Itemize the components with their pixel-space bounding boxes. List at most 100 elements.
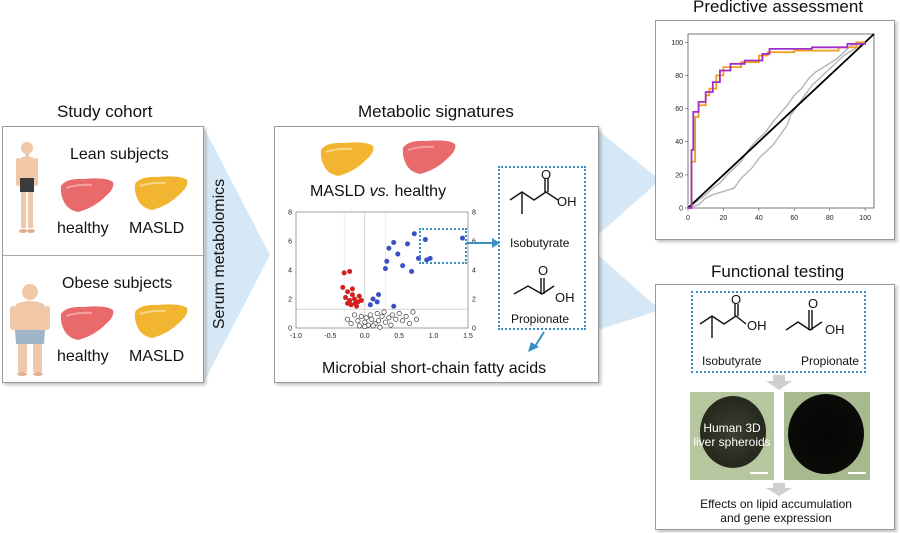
- volcano-point-ns: [358, 313, 364, 319]
- volcano-point-ns: [396, 311, 402, 317]
- volcano-point-ns: [363, 315, 369, 321]
- liver-healthy-obese-icon: [60, 306, 114, 340]
- volcano-y-tick-right: 0: [472, 326, 476, 333]
- volcano-point-ns: [369, 316, 375, 322]
- roc-x-tick: 0: [686, 215, 690, 222]
- volcano-point-up: [367, 302, 373, 308]
- liver-masld-lean-icon: [134, 176, 188, 210]
- spheroid-label-line1: Human 3D: [703, 421, 761, 435]
- volcano-point-down: [347, 268, 353, 274]
- roc-y-tick: 100: [671, 40, 683, 47]
- volcano-point-ns: [403, 313, 409, 319]
- volcano-y-tick-left: 0: [288, 326, 292, 333]
- volcano-point-ns: [379, 313, 385, 319]
- metabolic-signatures-title: Metabolic signatures: [358, 102, 514, 121]
- effects-label: Effects on lipid accumulation and gene e…: [660, 497, 892, 525]
- roc-y-tick: 80: [675, 73, 683, 80]
- volcano-point-ns: [413, 316, 419, 322]
- roc-y-tick: 20: [675, 172, 683, 179]
- study-cohort-title: Study cohort: [57, 102, 153, 121]
- gray-arrow-down-1: [766, 375, 792, 390]
- healthy-label-obese: healthy: [57, 348, 109, 365]
- roc-line-purple: [688, 42, 867, 209]
- propionate-o: O: [538, 263, 549, 278]
- volcano-y-tick-left: 6: [288, 239, 292, 246]
- volcano-point-ns: [348, 321, 354, 327]
- volcano-point-up: [391, 303, 397, 309]
- roc-line-gray-2: [687, 41, 866, 209]
- functional-molecules-box: [691, 291, 866, 373]
- volcano-point-up: [370, 296, 376, 302]
- volcano-point-up: [409, 268, 415, 274]
- roc-x-tick: 40: [755, 215, 763, 222]
- liver-masld-signature-icon: [320, 142, 374, 176]
- volcano-point-ns: [389, 312, 395, 318]
- roc-y-tick: 60: [675, 106, 683, 113]
- volcano-point-up: [422, 237, 428, 243]
- predictive-assessment-title: Predictive assessment: [693, 0, 864, 16]
- metabolic-signatures-panel: [274, 126, 599, 383]
- masld-label-lean: MASLD: [129, 220, 185, 237]
- volcano-point-ns: [355, 318, 361, 324]
- effects-line1: Effects on lipid accumulation: [700, 497, 852, 511]
- volcano-point-ns: [386, 315, 392, 321]
- lean-person-icon: [16, 142, 38, 233]
- gray-arrow-down-2: [766, 483, 792, 496]
- propionate-structure: [513, 278, 555, 295]
- roc-y-tick: 0: [679, 206, 683, 213]
- volcano-point-up: [386, 245, 392, 251]
- arrow-to-molecules: [466, 238, 500, 248]
- liver-healthy-lean-icon: [60, 178, 114, 212]
- volcano-point-down: [345, 289, 351, 295]
- volcano-point-ns: [370, 323, 376, 329]
- isobutyrate-label: Isobutyrate: [510, 236, 570, 250]
- functional-propionate-o: O: [808, 296, 819, 311]
- volcano-point-down: [351, 296, 357, 302]
- obese-subjects-label: Obese subjects: [62, 275, 173, 292]
- volcano-point-down: [343, 295, 349, 301]
- liver-healthy-signature-icon: [402, 140, 456, 174]
- volcano-point-up: [391, 239, 397, 245]
- comparison-suffix: healthy: [390, 183, 447, 200]
- propionate-oh: OH: [555, 290, 575, 305]
- functional-isobutyrate-label: Isobutyrate: [702, 354, 762, 368]
- volcano-point-up: [404, 241, 410, 247]
- functional-isobutyrate-oh: OH: [747, 318, 767, 333]
- arrow-signatures-to-assessment: [598, 130, 660, 235]
- volcano-point-up: [382, 266, 388, 272]
- effects-line2: and gene expression: [720, 511, 832, 525]
- comparison-label: MASLD vs. healthy: [310, 183, 446, 201]
- volcano-x-tick: 0.5: [394, 333, 404, 340]
- volcano-point-up: [395, 251, 401, 257]
- spheroid-label: Human 3D liver spheroids: [690, 421, 774, 449]
- volcano-point-ns: [410, 309, 416, 315]
- roc-x-tick: 80: [826, 215, 834, 222]
- volcano-point-down: [356, 293, 362, 299]
- scfa-footer: Microbial short-chain fatty acids: [322, 360, 547, 377]
- functional-propionate-oh: OH: [825, 322, 845, 337]
- comparison-prefix: MASLD: [310, 183, 370, 200]
- roc-x-tick: 100: [859, 215, 871, 222]
- volcano-point-up: [374, 299, 380, 305]
- roc-diagonal: [687, 33, 875, 209]
- isobutyrate-structure: [509, 178, 559, 214]
- volcano-point-ns: [382, 319, 388, 325]
- volcano-point-up: [400, 263, 406, 269]
- roc-y-tick: 40: [675, 139, 683, 146]
- volcano-x-tick: 1.5: [463, 333, 473, 340]
- volcano-point-down: [340, 284, 346, 290]
- isobutyrate-o: O: [541, 167, 552, 182]
- volcano-y-tick-right: 4: [472, 268, 476, 275]
- volcano-point-ns: [388, 322, 394, 328]
- volcano-points: [340, 231, 465, 330]
- isobutyrate-oh: OH: [557, 194, 577, 209]
- volcano-point-up: [384, 258, 390, 264]
- spheroid-image-treated: [784, 392, 870, 480]
- spheroid-label-line2: liver spheroids: [693, 435, 771, 449]
- volcano-point-down: [349, 292, 355, 298]
- serum-metabolomics-label: Serum metabolomics: [211, 178, 228, 330]
- arrow-signatures-to-functional: [598, 255, 660, 330]
- obese-person-icon: [10, 284, 50, 376]
